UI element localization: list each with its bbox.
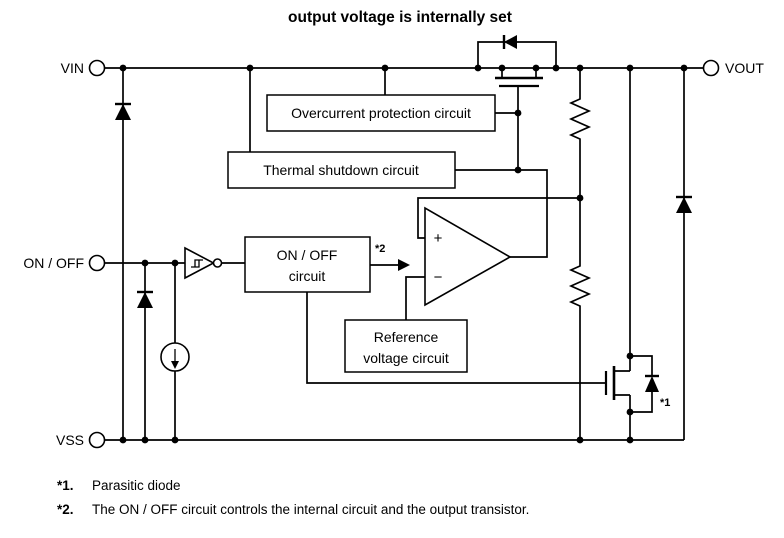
- footnote1-text: Parasitic diode: [92, 478, 181, 493]
- vin-pin-label: VIN: [61, 60, 84, 76]
- opamp-triangle: [424, 206, 512, 307]
- onoff-box: [244, 236, 371, 293]
- pin-vin: VIN: [61, 59, 106, 77]
- thermal-label: Thermal shutdown circuit: [263, 162, 419, 178]
- pin-vout: VOUT: [702, 59, 764, 77]
- pass-parasitic-diode-icon: [504, 35, 517, 49]
- onoff-label-line2: circuit: [289, 268, 326, 284]
- opamp-minus-label: −: [434, 269, 443, 286]
- current-source-arrow-head: [171, 361, 179, 369]
- reference-block: Reference voltage circuit: [344, 319, 468, 373]
- vout-pin-label: VOUT: [725, 60, 764, 76]
- parasitic-diode-note1-icon: [645, 374, 659, 392]
- schmitt-trigger-icon: [184, 246, 223, 280]
- overcurrent-block: Overcurrent protection circuit: [266, 94, 496, 132]
- esd-diode-vin-icon: [115, 102, 131, 120]
- opamp-out-wire: [455, 169, 548, 258]
- diode-triangle: [645, 376, 659, 392]
- diode-triangle: [115, 104, 131, 120]
- thermal-box: [227, 151, 456, 189]
- inverter-bubble: [212, 258, 223, 268]
- diode-triangle: [137, 292, 153, 308]
- opamp-plus-label: +: [434, 230, 443, 247]
- junction-dots: [119, 64, 688, 444]
- esd-diode-vout-icon: [676, 195, 692, 213]
- onoff-to-gate-wire: [306, 292, 606, 384]
- vout-pin-circle: [702, 59, 720, 77]
- reference-label-line2: voltage circuit: [363, 350, 449, 366]
- feedback-wire: [417, 197, 580, 239]
- note1-marker: *1: [660, 397, 670, 409]
- error-amplifier: + −: [424, 206, 512, 307]
- diode-triangle: [676, 197, 692, 213]
- footnote1-ref: *1.: [57, 478, 74, 493]
- reference-wire: [405, 276, 425, 320]
- footnote2-text: The ON / OFF circuit controls the intern…: [92, 502, 529, 517]
- hysteresis-glyph: [191, 259, 203, 268]
- thermal-block: Thermal shutdown circuit: [227, 151, 456, 189]
- diagram-title: output voltage is internally set: [288, 9, 512, 26]
- esd-diode-onoff-icon: [137, 290, 153, 308]
- onoff-block: ON / OFF circuit: [244, 236, 371, 293]
- pin-onoff: ON / OFF: [23, 254, 106, 272]
- onoff-pin-label: ON / OFF: [23, 255, 84, 271]
- footnotes: *1. Parasitic diode *2. The ON / OFF cir…: [57, 478, 529, 517]
- vss-pin-label: VSS: [56, 432, 84, 448]
- vss-pin-circle: [88, 431, 106, 449]
- discharge-diode-branch: [630, 355, 653, 413]
- resistor-divider: [568, 68, 592, 440]
- onoff-label-line1: ON / OFF: [277, 247, 338, 263]
- current-source-icon: [160, 342, 190, 372]
- vin-pin-circle: [88, 59, 106, 77]
- discharge-branch: [614, 68, 631, 440]
- overcurrent-box: [266, 94, 496, 132]
- note2-marker: *2: [375, 243, 385, 255]
- reference-label-line1: Reference: [374, 329, 439, 345]
- reference-box: [344, 319, 468, 373]
- control-arrow-icon: [398, 259, 410, 271]
- footnote2-ref: *2.: [57, 502, 74, 517]
- overcurrent-label: Overcurrent protection circuit: [291, 105, 471, 121]
- pmos-leads: [501, 68, 537, 78]
- onoff-pin-circle: [88, 254, 106, 272]
- nmos-discharge-transistor: [604, 366, 616, 400]
- pin-vss: VSS: [56, 431, 106, 449]
